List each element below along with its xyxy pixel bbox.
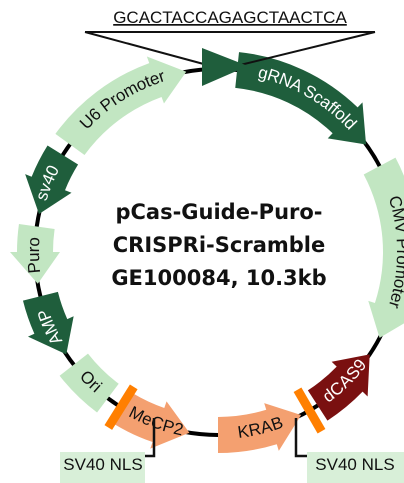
feature-arrow-dcas9: [307, 354, 370, 421]
feature-arrows: [10, 52, 404, 453]
insert-sequence: GCACTACCAGAGCTAACTCA: [113, 8, 347, 27]
nls-right-connector: [294, 418, 312, 458]
nls-connectors: SV40 NLS SV40 NLS: [60, 418, 404, 483]
nls-left-connector: [142, 418, 156, 458]
guide-insert: GCACTACCAGAGCTAACTCA: [84, 8, 376, 86]
feature-arrow-krab: [218, 403, 302, 453]
plasmid-name-line-2: CRISPRi-Scramble: [113, 233, 325, 257]
feature-arrow-mecp2: [114, 393, 190, 449]
feature-arrow-sv40: [25, 145, 79, 214]
feature-label-puro: Puro: [24, 237, 44, 274]
nls-right-label: SV40 NLS: [315, 455, 394, 474]
plasmid-name-line-1: pCas-Guide-Puro-: [115, 200, 322, 224]
nls-marker-right: [293, 387, 326, 434]
nls-left-label-bg: [60, 452, 145, 483]
insertion-site-marker: [202, 48, 248, 86]
nls-marker-left: [104, 384, 138, 430]
feature-arrow-ori: [59, 353, 119, 413]
feature-arrow-cmv-promoter: [363, 157, 404, 338]
nls-left-label: SV40 NLS: [63, 455, 142, 474]
plasmid-title: pCas-Guide-Puro- CRISPRi-Scramble GE1000…: [111, 200, 326, 290]
feature-arrow-u6-promoter: [55, 56, 187, 156]
insert-bracket-right: [235, 31, 376, 67]
feature-arrow-grna-scaffold: [235, 52, 367, 145]
plasmid-name-line-3: GE100084, 10.3kb: [111, 266, 326, 290]
insert-bracket-left: [84, 31, 212, 67]
nls-right-label-bg: [307, 452, 404, 483]
nls-markers: [104, 384, 326, 434]
feature-arrow-puro: [10, 224, 60, 284]
feature-arrow-amp: [22, 291, 74, 355]
